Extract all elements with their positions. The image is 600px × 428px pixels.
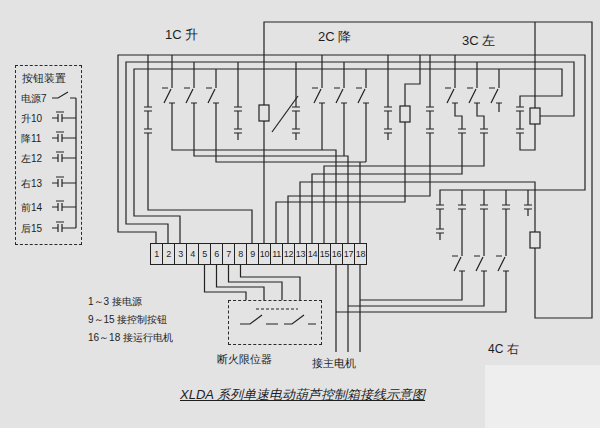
terminal-number: 18 — [356, 249, 365, 259]
terminal-number: 15 — [320, 249, 329, 259]
contactor-label: 4C 右 — [488, 343, 519, 357]
button-label: 电源7 — [21, 93, 47, 105]
button-label: 升10 — [21, 113, 42, 125]
button-label: 降11 — [21, 133, 41, 145]
button-label: 前14 — [21, 202, 42, 214]
contactor-label: 1C 升 — [165, 28, 198, 43]
terminal-number: 11 — [272, 249, 281, 259]
terminal-number: 5 — [202, 249, 207, 259]
wire-connector — [241, 265, 301, 300]
node-heading: 断火限位器 — [217, 353, 272, 366]
terminal-number: 17 — [344, 249, 353, 259]
terminal-number: 14 — [308, 249, 317, 259]
terminal-number: 16 — [332, 249, 341, 259]
button-label: 后15 — [21, 223, 42, 235]
terminal-number: 3 — [178, 249, 183, 259]
button-station: 按钮装置电源7 升10 降11 左12 右13 前14 后15 — [15, 65, 82, 245]
terminal-cell: 18 — [354, 243, 367, 265]
button-label: 右13 — [21, 178, 42, 190]
terminal-number: 8 — [238, 249, 243, 259]
terminal-number: 12 — [284, 249, 293, 259]
terminal-note: 9～15 接控制按钮 — [88, 314, 167, 326]
terminal-number: 6 — [214, 249, 219, 259]
terminal-number: 9 — [250, 249, 255, 259]
button-label: 左12 — [21, 153, 42, 165]
terminal-note: 1～3 接电源 — [88, 296, 142, 308]
wire-connector — [229, 265, 283, 300]
contactor-label: 3C 左 — [462, 34, 495, 49]
terminal-note: 16～18 接运行电机 — [88, 332, 173, 344]
contactor-label: 2C 降 — [318, 30, 351, 45]
terminal-number: 4 — [190, 249, 195, 259]
motor-label: 接主电机 — [312, 357, 356, 370]
paper-highlight — [485, 365, 600, 428]
node-heading: 按钮装置 — [22, 72, 66, 85]
terminal-number: 7 — [226, 249, 231, 259]
terminal-number: 2 — [166, 249, 171, 259]
terminal-number: 1 — [154, 249, 159, 259]
terminal-number: 13 — [296, 249, 305, 259]
terminal-number: 10 — [260, 249, 269, 259]
diagram-caption: XLDA 系列单速电动葫芦控制箱接线示意图 — [180, 388, 425, 403]
limit-switch-box: 断火限位器 — [228, 300, 322, 345]
wires — [52, 22, 592, 352]
